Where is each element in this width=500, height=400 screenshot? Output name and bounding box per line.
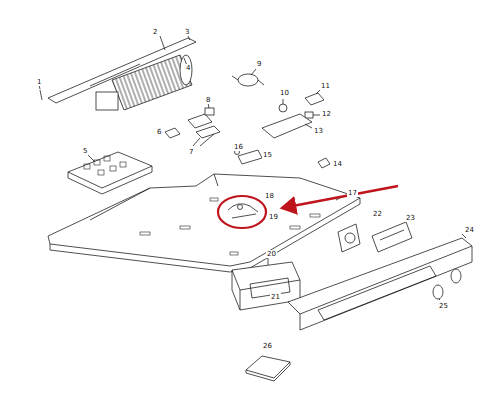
callout-number: 19 [268,213,279,221]
callout-number: 17 [347,189,358,197]
callout-number: 4 [185,64,191,72]
callout-number: 26 [262,342,273,350]
callout-number: 21 [270,293,281,301]
callout-number: 9 [256,60,262,68]
callout-number: 24 [464,226,475,234]
callout-number: 10 [279,89,290,97]
callout-number: 8 [205,96,211,104]
callout-number: 25 [438,302,449,310]
callout-number: 2 [152,28,158,36]
callout-number: 7 [188,148,194,156]
callout-number: 20 [266,250,277,258]
callout-number: 14 [332,160,343,168]
callout-number: 15 [262,151,273,159]
callout-number: 18 [264,192,275,200]
callout-number: 5 [82,147,88,155]
callout-number: 6 [156,128,162,136]
callout-number: 16 [233,143,244,151]
callout-number: 23 [405,214,416,222]
callout-number: 1 [36,78,42,86]
callout-number: 13 [313,127,324,135]
callout-number: 12 [321,110,332,118]
callout-number: 3 [184,28,190,36]
callout-number: 22 [372,210,383,218]
callout-number: 11 [320,82,331,90]
